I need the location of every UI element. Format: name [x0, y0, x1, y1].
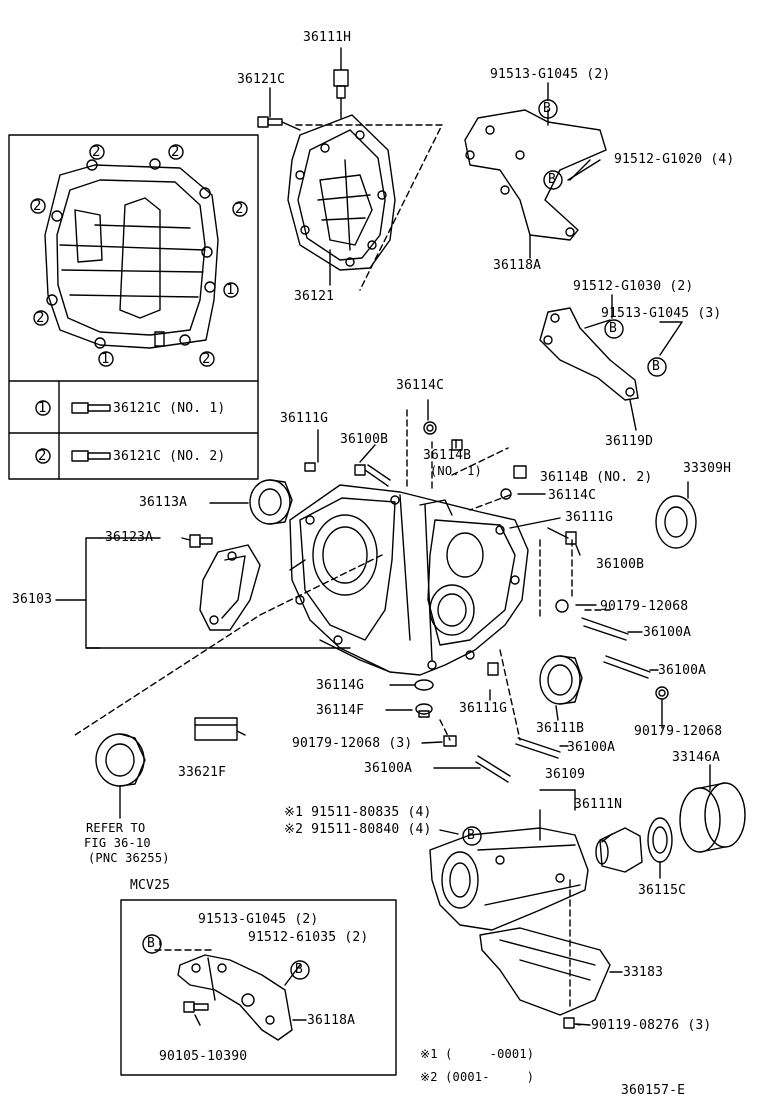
- part-label-36111N[interactable]: 36111N: [574, 797, 623, 812]
- part-label-36109[interactable]: 36109: [545, 767, 586, 782]
- part-label-36111B[interactable]: 36111B: [536, 721, 585, 736]
- part-label-36114G[interactable]: 36114G: [316, 678, 365, 693]
- part-label-91512-G1020[interactable]: 91512-G1020 (4): [614, 152, 735, 167]
- b-marker: B: [467, 828, 476, 843]
- part-label-33183[interactable]: 33183: [623, 965, 664, 980]
- part-label-36121[interactable]: 36121: [294, 289, 335, 304]
- extension-housing-36109: [429, 789, 589, 931]
- inset-mark-2: 2: [171, 144, 180, 160]
- part-label-36103[interactable]: 36103: [12, 592, 53, 607]
- dust-cover-33146A: [679, 782, 746, 853]
- part-label-36111G[interactable]: 36111G: [280, 411, 329, 426]
- mcv25-inset-box: [120, 899, 397, 1076]
- part-label-33309H[interactable]: 33309H: [683, 461, 732, 476]
- part-label-91512-G1030[interactable]: 91512-G1030 (2): [573, 279, 694, 294]
- dashed-guide-lines: [74, 124, 611, 1011]
- part-label-36114B-no1-sub: (NO. 1): [430, 464, 482, 478]
- inset-mark-2: 2: [92, 144, 101, 160]
- mcv25-title: MCV25: [130, 878, 171, 893]
- part-label-91511-80840[interactable]: ※2 91511-80840 (4): [284, 822, 432, 837]
- cover-inset-box: [8, 134, 259, 480]
- part-label-36119D[interactable]: 36119D: [605, 434, 654, 449]
- part-label-36100B[interactable]: 36100B: [340, 432, 389, 447]
- part-label-36114B-no1[interactable]: 36114B: [423, 448, 472, 463]
- part-label-36100A[interactable]: 36100A: [658, 663, 707, 678]
- oil-seal-36113A: [249, 479, 293, 525]
- part-label-36111H[interactable]: 36111H: [303, 30, 352, 45]
- legend-label-no1: 36121C (NO. 1): [113, 401, 226, 416]
- part-label-91511-80835[interactable]: ※1 91511-80835 (4): [284, 805, 432, 820]
- part-label-90179-12068[interactable]: 90179-12068: [600, 599, 689, 614]
- part-label-36115C[interactable]: 36115C: [638, 883, 687, 898]
- part-label-36114B-no2[interactable]: 36114B (NO. 2): [540, 470, 653, 485]
- part-label-36100A[interactable]: 36100A: [364, 761, 413, 776]
- refer-note-line2: FIG 36-10: [84, 836, 151, 850]
- group-bracket: [85, 537, 101, 649]
- refer-seal: [95, 733, 146, 819]
- part-label-33621F[interactable]: 33621F: [178, 765, 227, 780]
- part-label-90179-12068-3[interactable]: 90179-12068 (3): [292, 736, 413, 751]
- legend-mark-2: 2: [38, 448, 47, 464]
- footnote-2: ※2 (0001- ): [420, 1070, 535, 1084]
- small-fasteners: [304, 421, 669, 783]
- part-label-36113A[interactable]: 36113A: [139, 495, 188, 510]
- leader-lines: [159, 47, 711, 1026]
- b-marker: B: [543, 101, 552, 116]
- inset-mark-2: 2: [36, 310, 45, 326]
- b-marker: B: [652, 359, 661, 374]
- part-label-36118A-mcv25[interactable]: 36118A: [307, 1013, 356, 1028]
- b-marker: B: [609, 321, 618, 336]
- b-marker-circles: [142, 99, 667, 980]
- part-label-36100B[interactable]: 36100B: [596, 557, 645, 572]
- sleeve-36111N: [595, 827, 643, 873]
- transmission-case-36103: [289, 484, 529, 676]
- oil-seal-36111B: [539, 655, 583, 705]
- part-label-91513-G1045-2[interactable]: 91513-G1045 (2): [490, 67, 611, 82]
- part-label-36118A[interactable]: 36118A: [493, 258, 542, 273]
- oil-seal-33309H: [655, 495, 697, 549]
- part-label-33146A[interactable]: 33146A: [672, 750, 721, 765]
- part-label-36114C[interactable]: 36114C: [548, 488, 597, 503]
- b-marker: B: [295, 962, 304, 977]
- b-marker: B: [548, 172, 557, 187]
- refer-note-line1: REFER TO: [86, 821, 146, 835]
- part-label-91513-G1045-2-mcv25[interactable]: 91513-G1045 (2): [198, 912, 319, 927]
- refer-note-line3: (PNC 36255): [88, 851, 170, 865]
- inset-mark-2: 2: [235, 201, 244, 217]
- inset-mark-1: 1: [226, 282, 235, 298]
- part-label-90105-10390[interactable]: 90105-10390: [159, 1049, 248, 1064]
- part-label-36114C[interactable]: 36114C: [396, 378, 445, 393]
- insulator-33183: [479, 927, 623, 1029]
- bracket-36119D: [539, 307, 639, 431]
- b-marker: B: [147, 936, 156, 951]
- part-label-91513-G1045-3[interactable]: 91513-G1045 (3): [601, 306, 722, 321]
- part-label-91512-61035[interactable]: 91512-61035 (2): [248, 930, 369, 945]
- inset-mark-1: 1: [101, 351, 110, 367]
- part-label-36111G[interactable]: 36111G: [459, 701, 508, 716]
- part-label-36111G[interactable]: 36111G: [565, 510, 614, 525]
- part-label-36114F[interactable]: 36114F: [316, 703, 365, 718]
- bracket-36118A: [464, 109, 607, 259]
- bearing-cap: [189, 534, 261, 631]
- part-label-90179-12068[interactable]: 90179-12068: [634, 724, 723, 739]
- legend-label-no2: 36121C (NO. 2): [113, 449, 226, 464]
- inset-mark-2: 2: [33, 198, 42, 214]
- inset-mark-2: 2: [202, 351, 211, 367]
- part-label-36123A[interactable]: 36123A: [105, 530, 154, 545]
- part-label-90119-08276[interactable]: 90119-08276 (3): [591, 1018, 712, 1033]
- part-label-36100A[interactable]: 36100A: [567, 740, 616, 755]
- legend-mark-1: 1: [38, 400, 47, 416]
- seal-36115C: [647, 817, 673, 863]
- part-label-36100A[interactable]: 36100A: [643, 625, 692, 640]
- footnote-1: ※1 ( -0001): [420, 1047, 535, 1061]
- differential-cover-36121: [257, 69, 396, 271]
- part-33621F: [194, 717, 238, 741]
- diagram-id: 360157-E: [621, 1083, 686, 1098]
- part-label-36121C[interactable]: 36121C: [237, 72, 286, 87]
